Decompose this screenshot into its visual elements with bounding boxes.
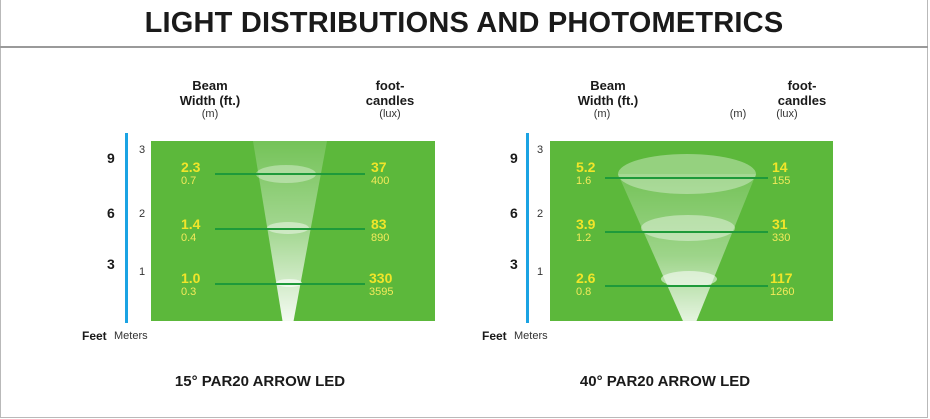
fixture-caption: 15° PAR20 ARROW LED [174, 373, 346, 390]
beam-ellipse [641, 215, 735, 241]
beam-width-unit: (m) [593, 108, 611, 120]
feet-tick: 6 [510, 205, 518, 221]
beam-ellipse [661, 271, 717, 287]
feet-unit-label: Feet [482, 329, 507, 343]
beam-cone-graphic [215, 141, 365, 324]
height-axis-bar [125, 133, 128, 323]
beam-ellipse [618, 154, 756, 194]
fixture-caption: 40° PAR20 ARROW LED [579, 373, 751, 390]
light-cone [618, 174, 756, 337]
feet-tick: 3 [510, 256, 518, 272]
meters-tick: 2 [139, 208, 146, 220]
feet-tick: 6 [107, 205, 115, 221]
height-axis-bar [526, 133, 529, 323]
meters-unit: (m) [729, 108, 747, 120]
meters-tick: 3 [139, 144, 146, 156]
meters-tick: 1 [139, 266, 146, 278]
meters-tick: 1 [537, 266, 544, 278]
feet-tick: 9 [107, 150, 115, 166]
meters-tick: 2 [537, 208, 544, 220]
beam-cone-graphic [605, 154, 768, 337]
lux-unit: (lux) [379, 108, 401, 120]
beam-width-unit: (m) [201, 108, 219, 120]
feet-tick: 9 [510, 150, 518, 166]
meters-unit-label: Meters [114, 330, 148, 342]
page-title: LIGHT DISTRIBUTIONS AND PHOTOMETRICS [144, 6, 784, 39]
meters-tick: 3 [537, 144, 544, 156]
footcandles-header: foot-candles [777, 78, 827, 108]
feet-unit-label: Feet [82, 329, 107, 343]
meters-unit-label: Meters [514, 330, 548, 342]
light-cone [253, 141, 327, 324]
footcandles-header: foot-candles [365, 78, 415, 108]
lux-unit: (lux) [776, 108, 798, 120]
title-bar: LIGHT DISTRIBUTIONS AND PHOTOMETRICS [0, 0, 928, 48]
feet-tick: 3 [107, 256, 115, 272]
